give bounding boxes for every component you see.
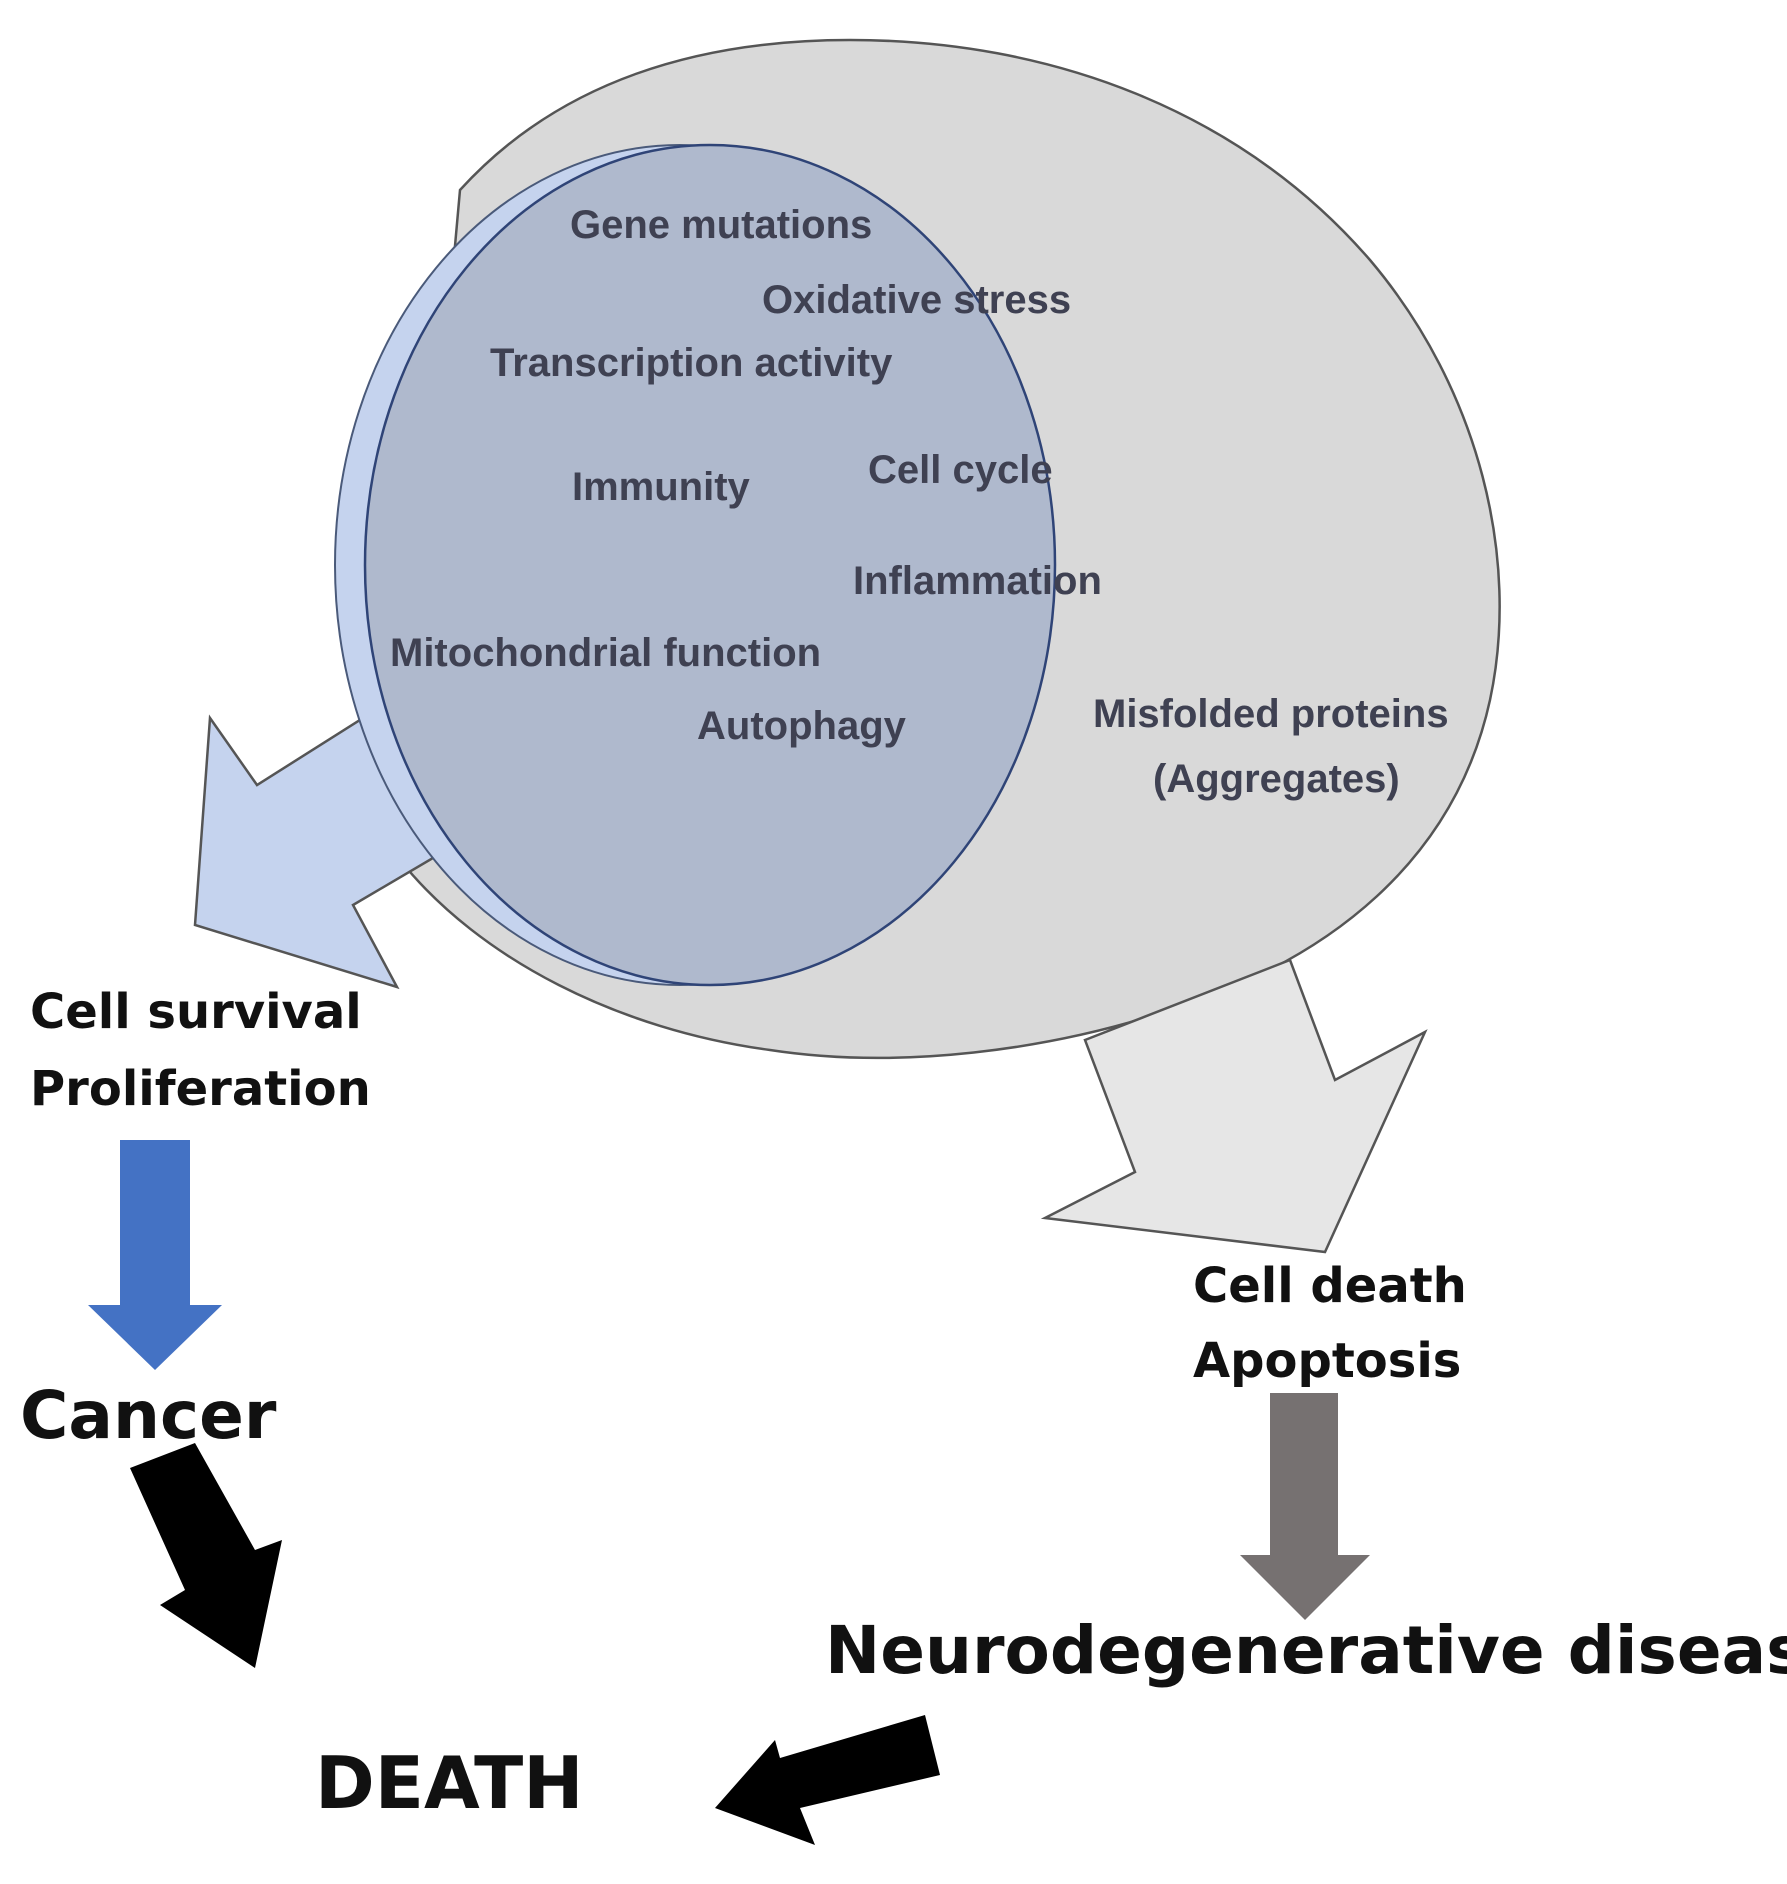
label-neurodegenerative-disease: Neurodegenerative disease bbox=[825, 1612, 1787, 1689]
label-immunity: Immunity bbox=[572, 465, 751, 509]
black-arrow-cancer bbox=[130, 1443, 282, 1668]
grey-arrow-right bbox=[1040, 958, 1428, 1254]
blue-circle bbox=[363, 143, 1057, 987]
label-apoptosis: Apoptosis bbox=[1193, 1333, 1461, 1389]
label-proliferation: Proliferation bbox=[30, 1061, 371, 1117]
label-death: DEATH bbox=[315, 1741, 583, 1825]
label-inflammation: Inflammation bbox=[853, 559, 1102, 603]
label-cell-death: Cell death bbox=[1193, 1258, 1467, 1314]
label-cancer: Cancer bbox=[20, 1377, 277, 1454]
label-oxidative-stress: Oxidative stress bbox=[762, 278, 1071, 322]
label-mitochondrial-function: Mitochondrial function bbox=[390, 631, 821, 675]
label-aggregates: (Aggregates) bbox=[1153, 757, 1400, 801]
label-autophagy: Autophagy bbox=[697, 704, 907, 748]
blue-arrow-down bbox=[88, 1140, 222, 1370]
label-transcription-activity: Transcription activity bbox=[490, 341, 893, 385]
label-gene-mutations: Gene mutations bbox=[570, 203, 872, 247]
black-arrow-neuro bbox=[715, 1715, 940, 1845]
label-cell-survival: Cell survival bbox=[30, 984, 362, 1040]
label-cell-cycle: Cell cycle bbox=[868, 448, 1053, 492]
label-misfolded-proteins: Misfolded proteins bbox=[1093, 692, 1449, 736]
grey-arrow-down bbox=[1240, 1393, 1370, 1620]
